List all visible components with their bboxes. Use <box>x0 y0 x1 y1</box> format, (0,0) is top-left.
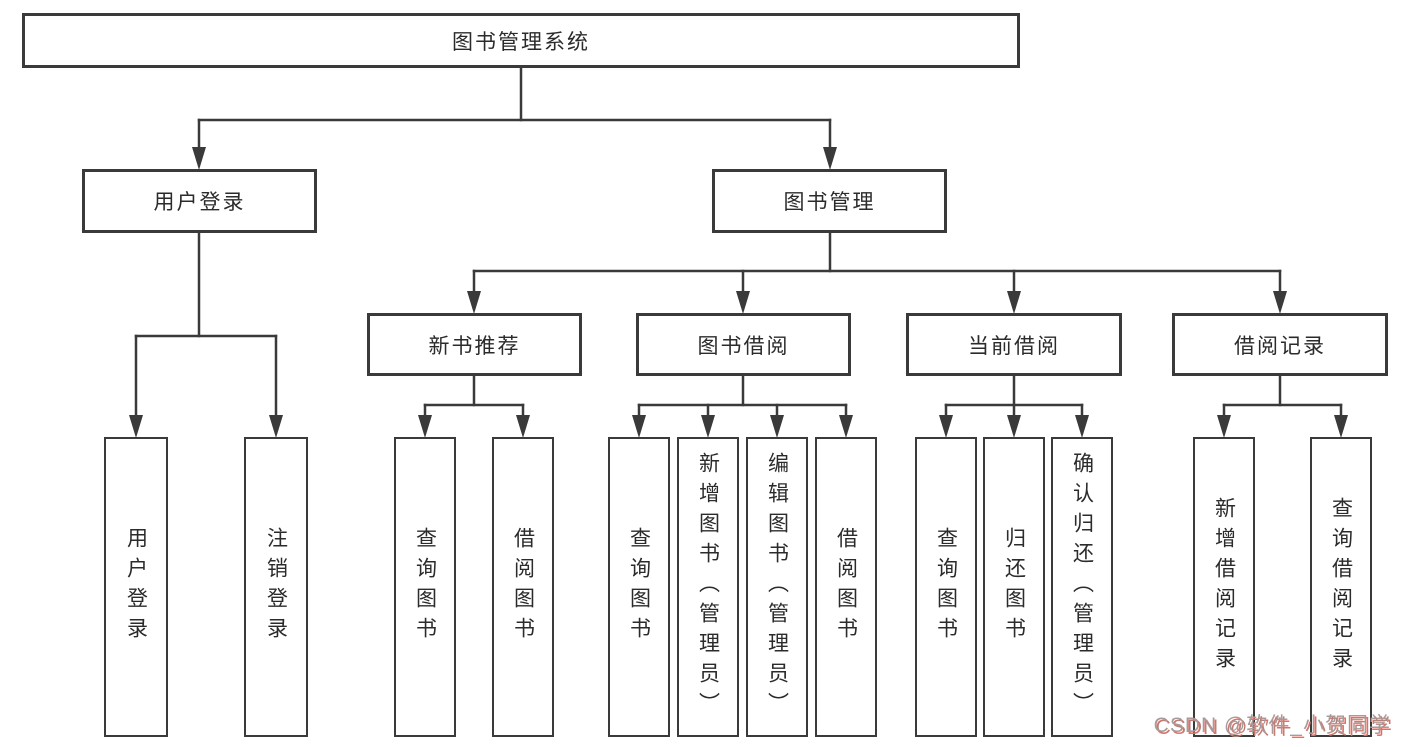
leaf-label: 借阅图书 <box>834 527 858 647</box>
leaf-label: 确认归还（管理员） <box>1070 452 1094 722</box>
leaf-current-return-books: 归还图书 <box>983 437 1045 737</box>
node-current-borrowing: 当前借阅 <box>906 313 1122 376</box>
leaf-label: 查询图书 <box>413 527 437 647</box>
arrowhead-icons <box>129 147 1348 438</box>
leaf-label: 新增图书（管理员） <box>696 452 720 722</box>
leaf-label: 查询图书 <box>934 527 958 647</box>
leaf-recommend-borrow-books: 借阅图书 <box>492 437 554 737</box>
leaf-current-query-books: 查询图书 <box>915 437 977 737</box>
leaf-label: 归还图书 <box>1002 527 1026 647</box>
leaf-label: 编辑图书（管理员） <box>765 452 789 722</box>
leaf-current-confirm-return-admin: 确认归还（管理员） <box>1051 437 1113 737</box>
leaf-user-login: 用户登录 <box>104 437 168 737</box>
leaf-label: 查询图书 <box>627 527 651 647</box>
node-new-book-recommendation: 新书推荐 <box>367 313 582 376</box>
leaf-borrow-borrow-books: 借阅图书 <box>815 437 877 737</box>
leaf-label: 查询借阅记录 <box>1329 497 1353 677</box>
node-root: 图书管理系统 <box>22 13 1020 68</box>
node-borrowing-records: 借阅记录 <box>1172 313 1388 376</box>
node-book-management: 图书管理 <box>712 169 947 233</box>
leaf-borrow-add-books-admin: 新增图书（管理员） <box>677 437 739 737</box>
leaf-records-add-borrow-record: 新增借阅记录 <box>1193 437 1255 737</box>
leaf-recommend-query-books: 查询图书 <box>394 437 456 737</box>
leaf-borrow-edit-books-admin: 编辑图书（管理员） <box>746 437 808 737</box>
leaf-label: 注销登录 <box>264 527 288 647</box>
node-book-borrowing: 图书借阅 <box>636 313 851 376</box>
leaf-records-query-borrow-record: 查询借阅记录 <box>1310 437 1372 737</box>
leaf-label: 借阅图书 <box>511 527 535 647</box>
leaf-label: 用户登录 <box>124 527 148 647</box>
csdn-watermark: CSDN @软件_小贺同学 <box>1153 714 1391 737</box>
leaf-logout: 注销登录 <box>244 437 308 737</box>
leaf-label: 新增借阅记录 <box>1212 497 1236 677</box>
leaf-borrow-query-books: 查询图书 <box>608 437 670 737</box>
node-user-login: 用户登录 <box>82 169 317 233</box>
